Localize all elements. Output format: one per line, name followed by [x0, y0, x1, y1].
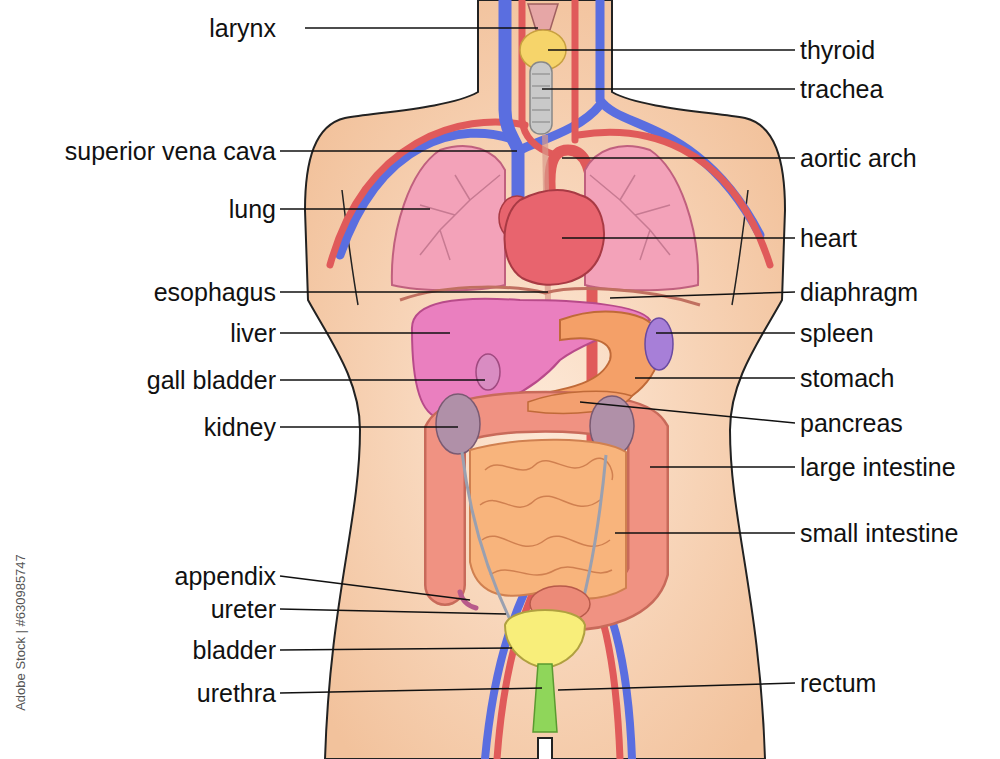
leader-line: [580, 402, 795, 423]
organ-label: lung: [229, 197, 276, 222]
leader-lines: [280, 28, 795, 693]
leader-line: [656, 332, 795, 334]
organ-label: rectum: [800, 671, 876, 696]
organ-label: urethra: [197, 681, 276, 706]
organ-label: stomach: [800, 366, 894, 391]
organ-label: pancreas: [800, 411, 903, 436]
watermark: Adobe Stock | #630985747: [14, 554, 27, 711]
bladder-shape: [505, 610, 585, 668]
organ-label: bladder: [193, 638, 276, 663]
urethra-shape: [533, 664, 557, 732]
organ-label: gall bladder: [147, 368, 276, 393]
leader-line: [280, 688, 542, 693]
organ-label: small intestine: [800, 521, 958, 546]
leader-line: [280, 648, 512, 650]
organ-label: diaphragm: [800, 280, 918, 305]
organ-label: thyroid: [800, 38, 875, 63]
leader-line: [280, 426, 458, 428]
leader-line: [558, 683, 795, 690]
ureter-shape: [462, 452, 515, 630]
gall-bladder-shape: [476, 354, 500, 390]
leader-line: [610, 292, 795, 298]
organ-label: esophagus: [154, 280, 276, 305]
leader-line: [562, 157, 795, 159]
leader-line: [280, 379, 485, 381]
leader-line: [542, 88, 795, 90]
leader-line: [615, 532, 795, 534]
organ-label: superior vena cava: [65, 139, 276, 164]
bronchus: [420, 175, 500, 260]
leader-line: [635, 377, 795, 379]
leader-line: [280, 208, 430, 210]
leader-line: [280, 332, 450, 334]
larynx-shape: [528, 4, 558, 30]
leader-line: [280, 609, 506, 614]
organ-label: trachea: [800, 77, 883, 102]
organ-label: appendix: [175, 564, 276, 589]
organ-label: larynx: [209, 16, 276, 41]
leader-line: [305, 27, 538, 29]
leader-line: [280, 576, 470, 600]
organ-label: heart: [800, 226, 857, 251]
organ-label: liver: [230, 321, 276, 346]
trachea-rings: [532, 74, 550, 122]
spleen-shape: [645, 318, 673, 370]
organ-label: kidney: [204, 415, 276, 440]
trachea-shape: [530, 62, 552, 134]
leader-line: [280, 150, 517, 152]
leader-line: [280, 291, 548, 293]
organ-label: ureter: [211, 597, 276, 622]
leader-line: [562, 237, 795, 239]
organ-label: spleen: [800, 321, 874, 346]
kidney-shape: [436, 394, 480, 454]
lung-shape: [392, 146, 505, 290]
organ-label: large intestine: [800, 455, 956, 480]
organ-label: aortic arch: [800, 146, 917, 171]
artery: [572, 0, 579, 140]
small-intestine-shape: [470, 440, 626, 599]
leader-line: [650, 466, 795, 468]
leader-line: [548, 49, 795, 51]
